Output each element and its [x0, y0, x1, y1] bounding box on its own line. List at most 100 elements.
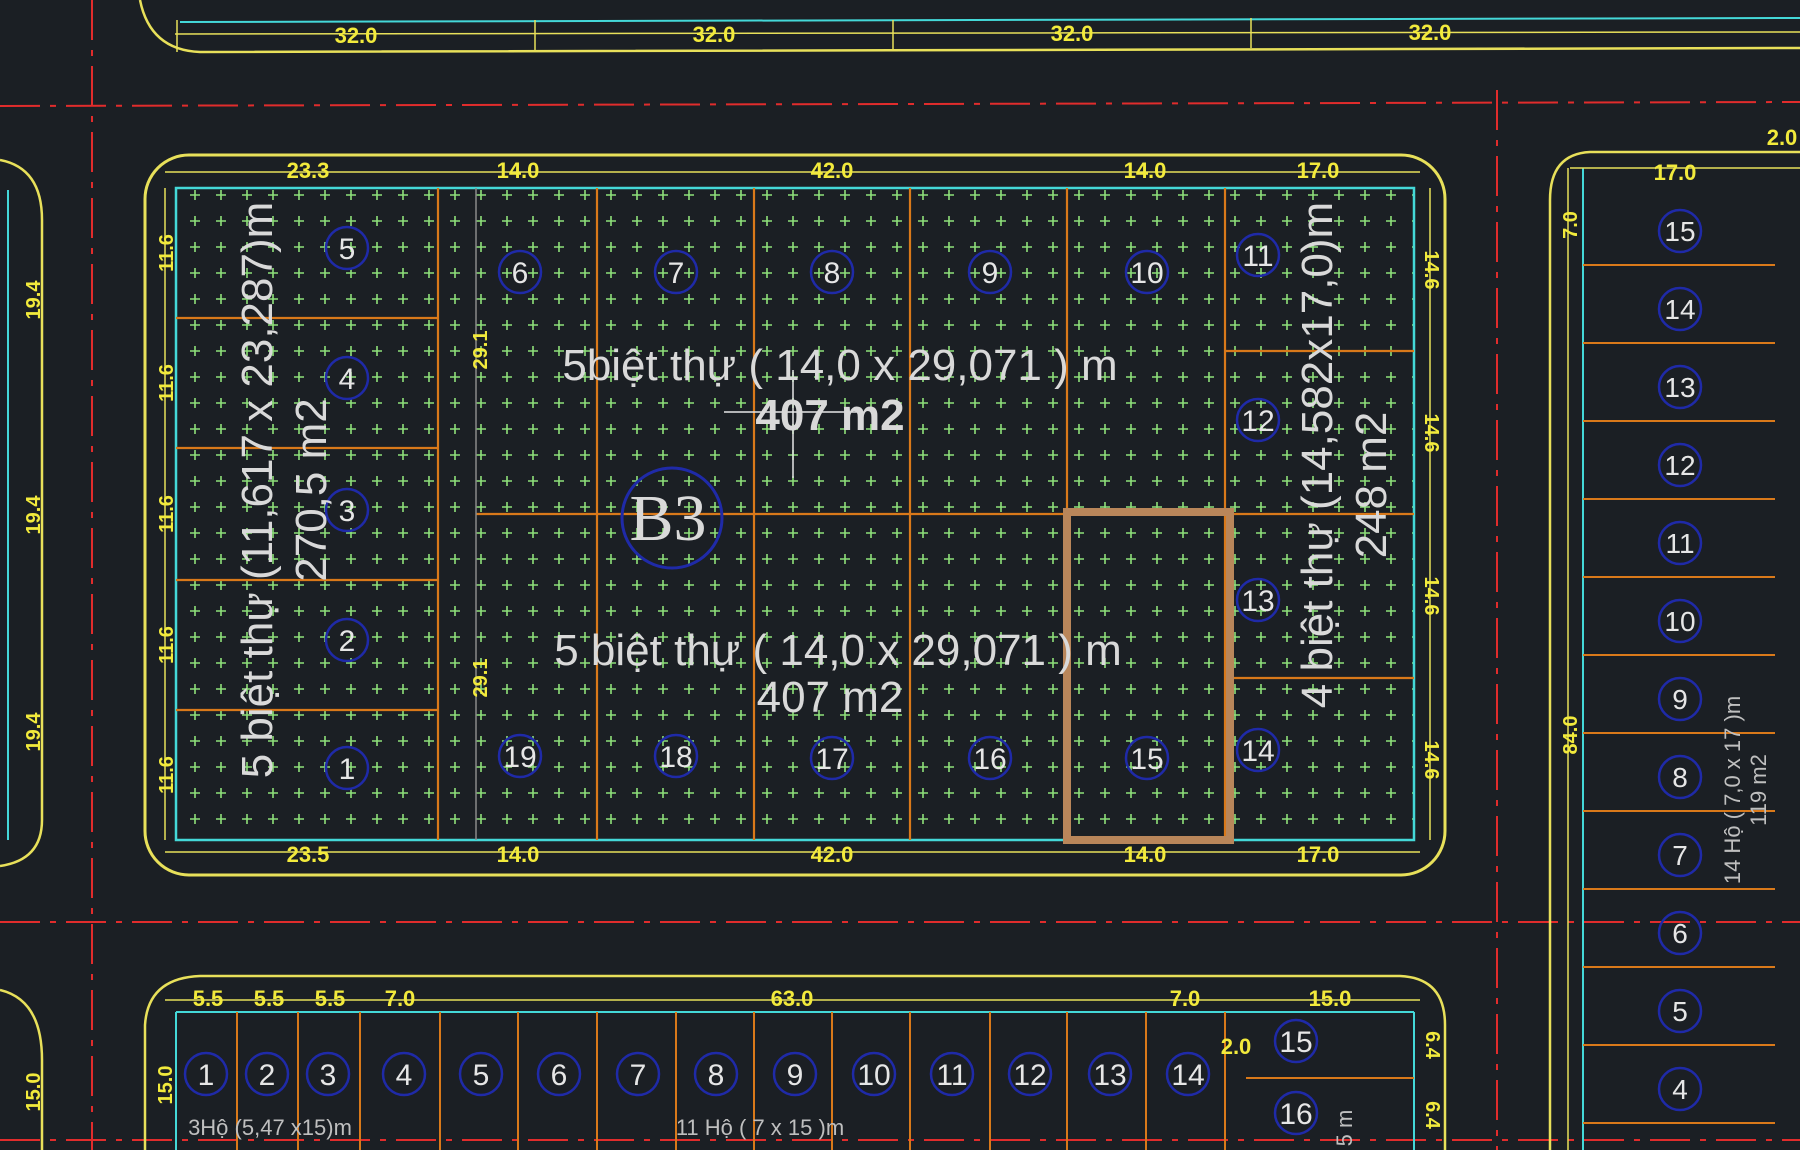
b3-lot-number-18[interactable]: 18 — [659, 741, 692, 774]
bottom-block-lot-number-6[interactable]: 6 — [551, 1059, 568, 1092]
bottom-block-lot-number-9[interactable]: 9 — [787, 1059, 804, 1092]
b3-left-dim-3: 11.6 — [156, 495, 178, 533]
b3-top-group-area: 407 m2 — [755, 391, 904, 440]
bottom-block-lot-number-4[interactable]: 4 — [396, 1059, 413, 1092]
right-block: 2.0 17.0 7.0 84.0 15 14 13 12 11 10 9 8 … — [1548, 125, 1800, 1150]
bottom-block-lot-circles — [183, 1018, 1319, 1136]
right-block-lot-number-12[interactable]: 12 — [1664, 450, 1695, 481]
bottom-block-side-dim-1: 15.0 — [155, 1066, 177, 1105]
b3-lot-number-6[interactable]: 6 — [512, 257, 529, 290]
b3-lot-number-17[interactable]: 17 — [815, 743, 848, 776]
bottom-block-side-dim-2: 2.0 — [1221, 1034, 1252, 1059]
b3-top-group-description: 5biệt thự ( 14,0 x 29,071 ) m — [562, 341, 1117, 390]
bottom-block-top-dim-6: 7.0 — [1170, 986, 1201, 1011]
right-block-group-area: 119 m2 — [1746, 754, 1771, 826]
b3-lot-number-9[interactable]: 9 — [982, 257, 999, 290]
bottom-block-left-group-description: 3Hộ (5,47 x15)m — [188, 1115, 352, 1140]
bottom-block: 5.5 5.5 5.5 7.0 63.0 7.0 15.0 15.0 2.0 6… — [143, 974, 1447, 1150]
b3-lot-number-12[interactable]: 12 — [1241, 405, 1274, 438]
b3-top-dim-1: 23.3 — [287, 158, 330, 183]
bottom-block-lot-number-3[interactable]: 3 — [320, 1059, 337, 1092]
b3-lot-number-13[interactable]: 13 — [1241, 585, 1274, 618]
right-block-lot-number-14[interactable]: 14 — [1664, 294, 1695, 325]
top-block-dim-3: 32.0 — [1051, 21, 1094, 46]
right-block-lot-number-4[interactable]: 4 — [1672, 1074, 1688, 1105]
b3-label-circle — [620, 466, 724, 570]
bottom-block-top-dim-7: 15.0 — [1309, 986, 1352, 1011]
bottom-block-lot-number-8[interactable]: 8 — [708, 1059, 725, 1092]
b3-lot-number-1[interactable]: 1 — [339, 753, 356, 786]
bottom-block-lot-dividers — [236, 1012, 1414, 1150]
top-block: 32.0 32.0 32.0 32.0 — [138, 0, 1800, 54]
b3-right-group-area: 248 m2 — [1347, 412, 1396, 559]
top-block-dim-1: 32.0 — [335, 23, 378, 48]
bottom-block-lot-number-1[interactable]: 1 — [198, 1059, 215, 1092]
block-b3: 23.3 14.0 42.0 14.0 17.0 23.5 14.0 42.0 … — [143, 153, 1447, 877]
b3-lot-number-15[interactable]: 15 — [1130, 743, 1163, 776]
left-block-dim-1: 19.4 — [23, 280, 45, 320]
right-block-lot-number-13[interactable]: 13 — [1664, 372, 1695, 403]
bottom-block-lot-number-15[interactable]: 15 — [1279, 1026, 1312, 1059]
b3-left-group-area: 270,5 m2 — [287, 398, 336, 581]
top-block-dim-2: 32.0 — [693, 22, 736, 47]
right-block-left-dim-2: 84.0 — [1560, 716, 1582, 755]
bottom-block-top-dim-1: 5.5 — [193, 986, 224, 1011]
right-block-lot-circles — [1657, 208, 1703, 1112]
b3-lot-number-7[interactable]: 7 — [668, 257, 685, 290]
right-block-top-dim-2: 17.0 — [1654, 160, 1697, 185]
bottom-block-lot-number-2[interactable]: 2 — [259, 1059, 276, 1092]
bottom-block-lot-number-10[interactable]: 10 — [857, 1059, 890, 1092]
right-block-lot-number-9[interactable]: 9 — [1672, 684, 1688, 715]
right-block-left-dim-1: 7.0 — [1560, 211, 1582, 239]
b3-lot-number-4[interactable]: 4 — [339, 363, 356, 396]
b3-bottom-group-description: 5 biệt thự ( 14,0 x 29,071 ) m — [554, 626, 1122, 675]
bottom-block-lot-number-11[interactable]: 11 — [936, 1059, 967, 1092]
b3-right-dim-3: 14.6 — [1420, 577, 1442, 616]
b3-lot-number-14[interactable]: 14 — [1241, 735, 1274, 768]
b3-right-group-description: 4 biệt thự (14,582x17,0)m — [1293, 202, 1342, 708]
bottom-block-lot-number-16[interactable]: 16 — [1279, 1098, 1312, 1131]
b3-right-dim-1: 14.6 — [1420, 251, 1442, 290]
bottom-block-lot-number-12[interactable]: 12 — [1013, 1059, 1046, 1092]
b3-lot-number-16[interactable]: 16 — [973, 743, 1006, 776]
right-block-lot-number-8[interactable]: 8 — [1672, 762, 1688, 793]
right-block-lot-number-6[interactable]: 6 — [1672, 918, 1688, 949]
right-block-lot-number-15[interactable]: 15 — [1664, 216, 1695, 247]
b3-inner-dim-1: 29.1 — [470, 331, 492, 370]
bottom-block-lot-number-14[interactable]: 14 — [1171, 1059, 1204, 1092]
bottom-block-top-dim-5: 63.0 — [771, 986, 814, 1011]
bottom-block-center-group-description: 11 Hộ ( 7 x 15 )m — [676, 1115, 844, 1140]
b3-lot-number-11[interactable]: 11 — [1242, 240, 1273, 273]
bottom-block-right-group-description: 5 m — [1332, 1110, 1357, 1147]
right-block-lot-number-7[interactable]: 7 — [1672, 840, 1688, 871]
left-block-dim-3: 19.4 — [23, 712, 45, 752]
bottom-block-lot-number-5[interactable]: 5 — [473, 1059, 490, 1092]
right-block-top-dim-1: 2.0 — [1767, 125, 1798, 150]
left-block-bottom-dim: 15.0 — [23, 1073, 45, 1112]
b3-lot-number-5[interactable]: 5 — [339, 233, 356, 266]
b3-bottom-dim-2: 14.0 — [497, 842, 540, 867]
bottom-block-lot-number-7[interactable]: 7 — [630, 1059, 647, 1092]
b3-outline — [143, 153, 1447, 877]
b3-lot-number-10[interactable]: 10 — [1130, 257, 1163, 290]
b3-left-dim-5: 11.6 — [156, 756, 178, 794]
b3-lot-number-19[interactable]: 19 — [503, 741, 536, 774]
b3-lot-number-2[interactable]: 2 — [339, 625, 356, 658]
right-block-lot-number-5[interactable]: 5 — [1672, 996, 1688, 1027]
b3-top-dim-2: 14.0 — [497, 158, 540, 183]
left-block-dim-2: 19.4 — [23, 495, 45, 535]
bottom-block-side-dim-3: 6.4 — [1421, 1031, 1443, 1060]
b3-lot-number-3[interactable]: 3 — [339, 495, 356, 528]
b3-lot-number-8[interactable]: 8 — [824, 257, 841, 290]
left-block: 19.4 19.4 19.4 15.0 — [0, 158, 45, 1150]
b3-left-dim-1: 11.6 — [156, 234, 178, 272]
right-block-lot-number-10[interactable]: 10 — [1664, 606, 1695, 637]
right-block-lot-dividers — [1583, 264, 1775, 1124]
highlighted-lot-15[interactable] — [1063, 508, 1234, 844]
bottom-block-lot-number-13[interactable]: 13 — [1093, 1059, 1126, 1092]
b3-right-dim-2: 14.6 — [1420, 414, 1442, 453]
right-block-lot-number-11[interactable]: 11 — [1665, 528, 1694, 559]
bottom-block-top-dim-2: 5.5 — [254, 986, 285, 1011]
